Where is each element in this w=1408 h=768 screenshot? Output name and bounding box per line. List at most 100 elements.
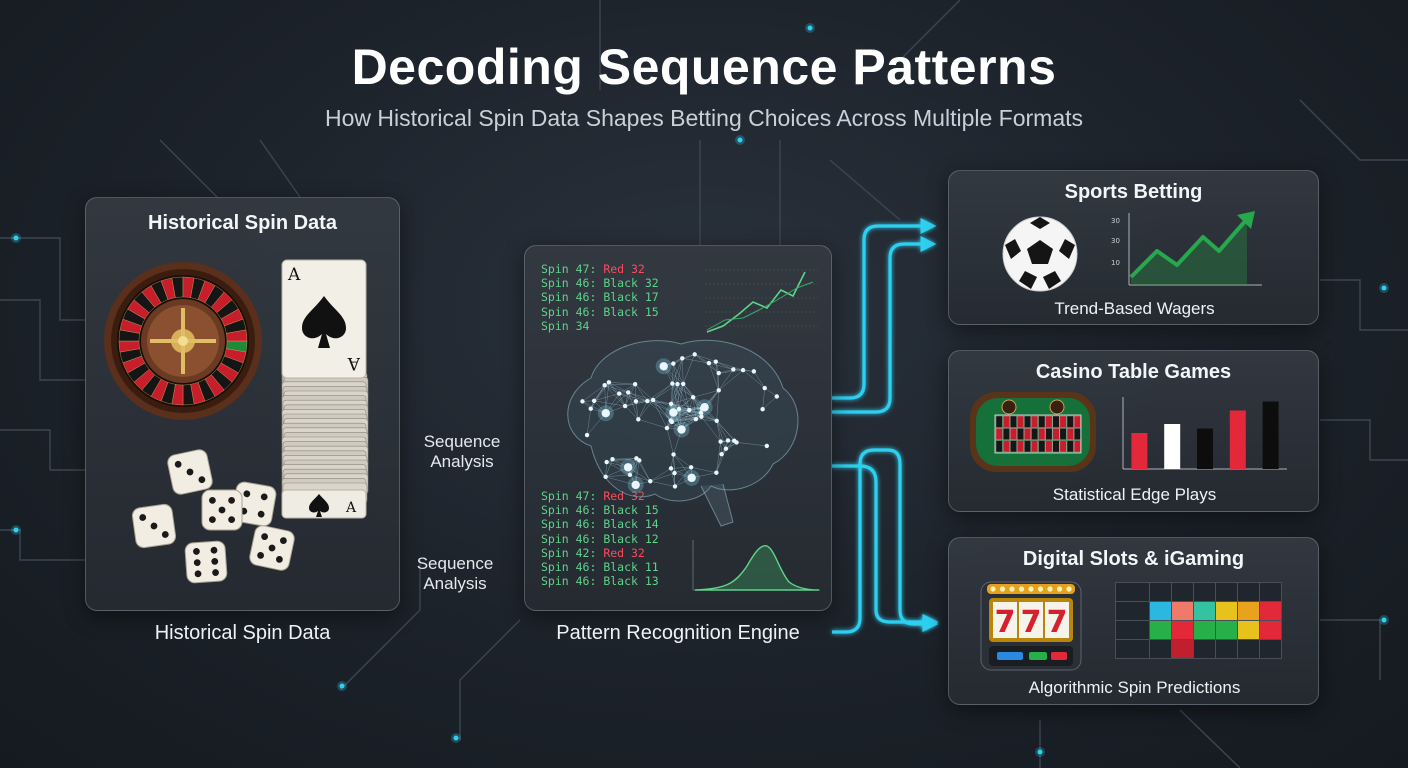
- slot-machine-icon: 7 7 7: [980, 581, 1082, 671]
- slots-grid-row-header: [1115, 639, 1150, 659]
- source-caption: Historical Spin Data: [154, 622, 331, 644]
- output-panel-casino: Casino Table Games Statistical Edge Play…: [948, 350, 1319, 512]
- slots-grid-cell: [1215, 639, 1238, 659]
- neural-link: [647, 383, 673, 402]
- table-cell: [995, 428, 1003, 440]
- circuit-node: [1381, 285, 1387, 291]
- table-cell: [1017, 428, 1024, 440]
- neural-node: [580, 399, 585, 404]
- neural-link: [608, 382, 620, 394]
- output-caption-sports: Trend-Based Wagers: [1054, 299, 1215, 318]
- playing-cards-icon: A A A: [281, 259, 369, 519]
- spin-log-line: Spin 34: [541, 319, 659, 333]
- slot-light: [1028, 586, 1034, 592]
- table-cell: [1024, 415, 1031, 428]
- neural-link: [666, 418, 696, 429]
- neural-link: [670, 383, 673, 404]
- spin-log-prefix: Spin 42:: [541, 545, 604, 560]
- slots-grid-cell: [1237, 620, 1260, 640]
- slot-reel-2: 7: [1021, 605, 1042, 640]
- neural-node: [681, 381, 686, 387]
- spin-log-prefix: Spin 47:: [541, 262, 604, 276]
- source-panel-title: Historical Spin Data: [148, 212, 337, 234]
- neural-node: [740, 367, 746, 373]
- table-cell: [1010, 415, 1017, 428]
- table-cell: [1031, 415, 1039, 428]
- svg-text:A: A: [345, 500, 357, 516]
- spin-log-prefix: Spin 46:: [541, 503, 604, 518]
- table-cell: [1059, 428, 1067, 440]
- svg-text:A: A: [287, 265, 301, 285]
- source-panel: Historical Spin Data A A A: [85, 197, 400, 611]
- neural-link: [670, 468, 676, 487]
- table-cell: [1059, 415, 1067, 428]
- neural-link: [716, 420, 727, 449]
- neural-link: [604, 385, 607, 414]
- die: [131, 503, 177, 549]
- neural-node: [700, 403, 709, 412]
- neural-link: [629, 458, 637, 475]
- neural-link: [683, 383, 694, 398]
- spin-log-value: Black 11: [603, 560, 659, 575]
- neural-link: [650, 468, 672, 482]
- spin-log-line: Spin 47: Red 32: [541, 489, 659, 503]
- neural-link: [691, 467, 717, 473]
- neural-link: [619, 383, 636, 394]
- casino-bar: [1197, 428, 1213, 469]
- neural-node: [713, 359, 718, 364]
- neural-link: [605, 382, 610, 414]
- neural-link: [672, 383, 694, 398]
- circuit-node: [1037, 749, 1043, 755]
- neural-node: [690, 395, 696, 400]
- slots-probability-grid: [1115, 582, 1282, 659]
- neural-link: [666, 403, 672, 429]
- neural-link: [624, 384, 636, 407]
- neural-link: [677, 383, 690, 411]
- neural-node: [725, 438, 731, 443]
- neural-link: [629, 474, 651, 482]
- circuit-node: [453, 735, 459, 741]
- neural-link: [716, 390, 719, 421]
- neural-link: [701, 416, 717, 422]
- neural-link: [671, 403, 690, 411]
- spin-log-line: Spin 46: Black 32: [541, 276, 659, 290]
- circuit-node: [339, 683, 345, 689]
- neural-link: [682, 383, 690, 411]
- neural-link: [694, 354, 719, 374]
- neural-link: [721, 442, 737, 455]
- neural-link: [638, 400, 648, 420]
- neural-link: [629, 460, 640, 475]
- neural-link: [624, 392, 629, 407]
- table-cell: [1002, 428, 1010, 440]
- neural-node: [732, 438, 737, 443]
- table-cell: [1017, 440, 1024, 453]
- slots-grid-cell: [1171, 639, 1194, 659]
- neural-link: [671, 418, 696, 423]
- neural-node: [671, 452, 676, 457]
- slots-grid-row: [1115, 601, 1282, 621]
- slots-grid-cell: [1171, 582, 1194, 602]
- slot-light: [1056, 586, 1063, 592]
- table-cell: [1073, 440, 1081, 453]
- neural-link: [628, 392, 648, 402]
- circuit-node: [13, 235, 19, 241]
- neural-link: [677, 383, 694, 398]
- neural-link: [612, 459, 631, 475]
- circuit-node: [737, 137, 743, 143]
- neural-link: [716, 454, 722, 473]
- neural-node: [610, 456, 615, 462]
- neural-link: [718, 369, 744, 374]
- neural-node: [626, 390, 631, 395]
- output-caption-slots: Algorithmic Spin Predictions: [1028, 678, 1241, 697]
- flow-arrow: [832, 448, 939, 634]
- spin-log-prefix: Spin 46:: [541, 517, 604, 532]
- spin-log-line: Spin 46: Black 14: [541, 517, 659, 531]
- die: [184, 540, 228, 584]
- neural-link: [647, 400, 672, 405]
- neural-brain-icon: [567, 339, 799, 527]
- engine-panel: Spin 47: Red 32 Spin 46: Black 32 Spin 46:…: [524, 245, 832, 611]
- engine-distribution-chart: [692, 540, 820, 591]
- die: [249, 525, 295, 571]
- neural-link: [586, 413, 606, 436]
